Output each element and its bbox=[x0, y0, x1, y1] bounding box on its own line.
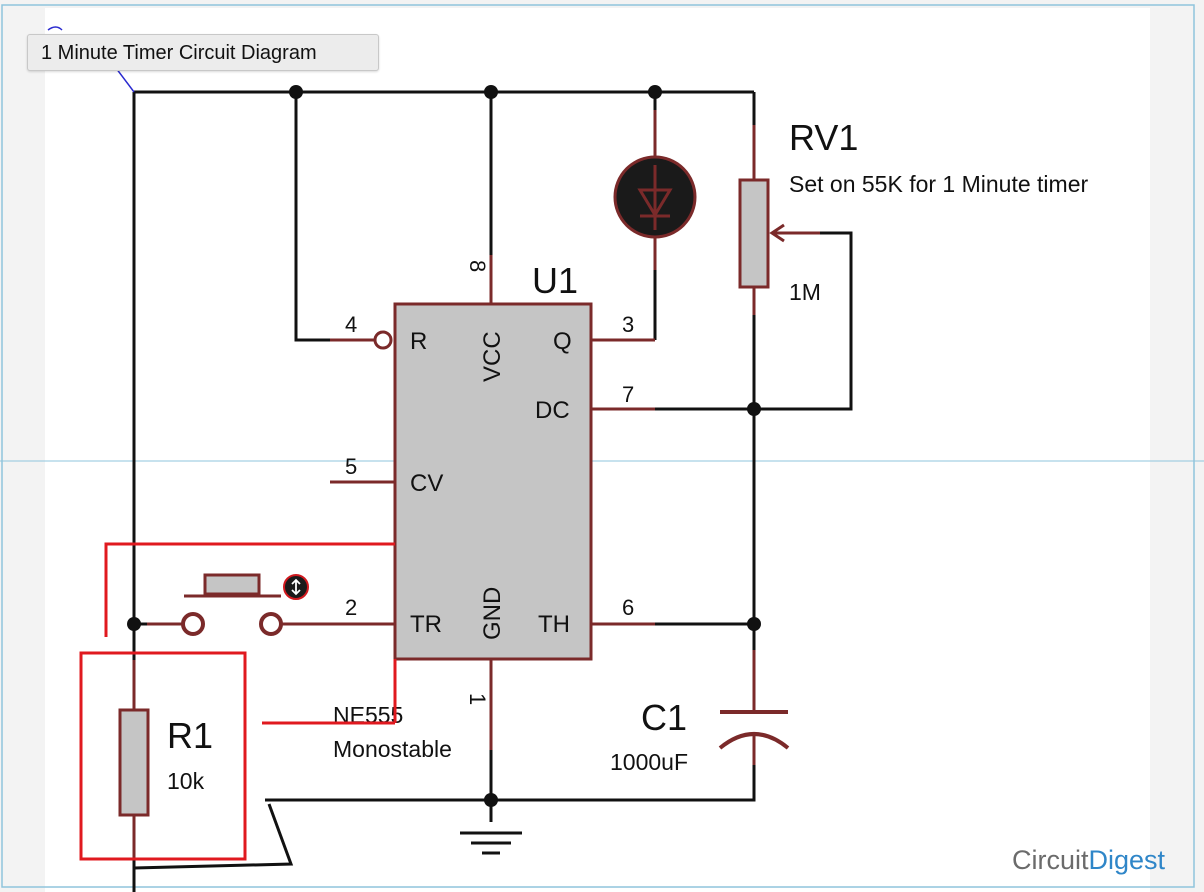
rv1-ref: RV1 bbox=[789, 117, 858, 158]
pin-tr-label: TR bbox=[410, 611, 442, 638]
selection-hint-arc bbox=[47, 26, 63, 31]
push-button-switch-icon bbox=[147, 573, 330, 636]
pin-5-number: 5 bbox=[345, 454, 357, 479]
reset-wire bbox=[294, 92, 330, 342]
ic-body bbox=[393, 302, 593, 661]
pin-3-number: 3 bbox=[622, 312, 634, 337]
junction-dot bbox=[127, 617, 141, 631]
circuitdigest-watermark: CircuitDigest bbox=[1012, 845, 1166, 875]
rv1-value: 1M bbox=[789, 279, 821, 305]
pin-7-number: 7 bbox=[622, 382, 634, 407]
tooltip-title: 1 Minute Timer Circuit Diagram bbox=[41, 42, 317, 64]
r1-ref: R1 bbox=[167, 715, 213, 756]
diagram-title-tooltip: 1 Minute Timer Circuit Diagram bbox=[27, 34, 379, 71]
schematic-sheet bbox=[45, 8, 1150, 892]
highlight-trigger-bracket bbox=[104, 542, 395, 637]
junction-dot bbox=[289, 85, 303, 99]
junction-dot bbox=[747, 402, 761, 416]
bottom-rail-wire bbox=[265, 765, 756, 802]
c1-value: 1000uF bbox=[610, 749, 688, 775]
pin-2-number: 2 bbox=[345, 595, 357, 620]
junction-dot bbox=[648, 85, 662, 99]
pin-8-number: 8 bbox=[465, 260, 490, 272]
pin-1-number: 1 bbox=[465, 693, 490, 705]
ic-u1: U1 R Q DC CV TR TH VCC GND 4 8 3 7 5 2 6… bbox=[330, 255, 655, 762]
c1-ref: C1 bbox=[641, 697, 687, 738]
junction-dot bbox=[747, 617, 761, 631]
junction-dot bbox=[484, 85, 498, 99]
highlight-r1-box bbox=[79, 651, 247, 861]
capacitor-c1: C1 1000uF bbox=[610, 650, 790, 775]
led-icon bbox=[613, 110, 697, 270]
ic-mode-label: Monostable bbox=[333, 736, 452, 762]
junctions bbox=[127, 85, 761, 807]
pin-r-label: R bbox=[410, 328, 427, 355]
ic-pin-stubs bbox=[330, 255, 655, 750]
potentiometer-rv1: RV1 Set on 55K for 1 Minute timer 1M bbox=[738, 117, 1088, 315]
highlight-annotations bbox=[79, 542, 397, 861]
resistor-r1: R1 10k bbox=[118, 660, 213, 860]
r1-value: 10k bbox=[167, 768, 205, 794]
watermark-text: CircuitDigest bbox=[1012, 845, 1166, 875]
r1-return-wire bbox=[133, 803, 294, 870]
pin-cv-label: CV bbox=[410, 470, 443, 497]
pin-q-label: Q bbox=[553, 328, 572, 355]
pin-gnd-label: GND bbox=[479, 587, 506, 640]
pin-6-number: 6 bbox=[622, 595, 634, 620]
pin-vcc-label: VCC bbox=[479, 331, 506, 382]
canvas-border bbox=[1, 4, 1195, 888]
pin-4-number: 4 bbox=[345, 312, 357, 337]
reset-inversion-bubble bbox=[373, 330, 393, 350]
pin-th-label: TH bbox=[538, 611, 570, 638]
pin-dc-label: DC bbox=[535, 397, 570, 424]
junction-dot bbox=[484, 793, 498, 807]
rv1-note: Set on 55K for 1 Minute timer bbox=[789, 171, 1088, 197]
ic-ref: U1 bbox=[532, 260, 578, 301]
